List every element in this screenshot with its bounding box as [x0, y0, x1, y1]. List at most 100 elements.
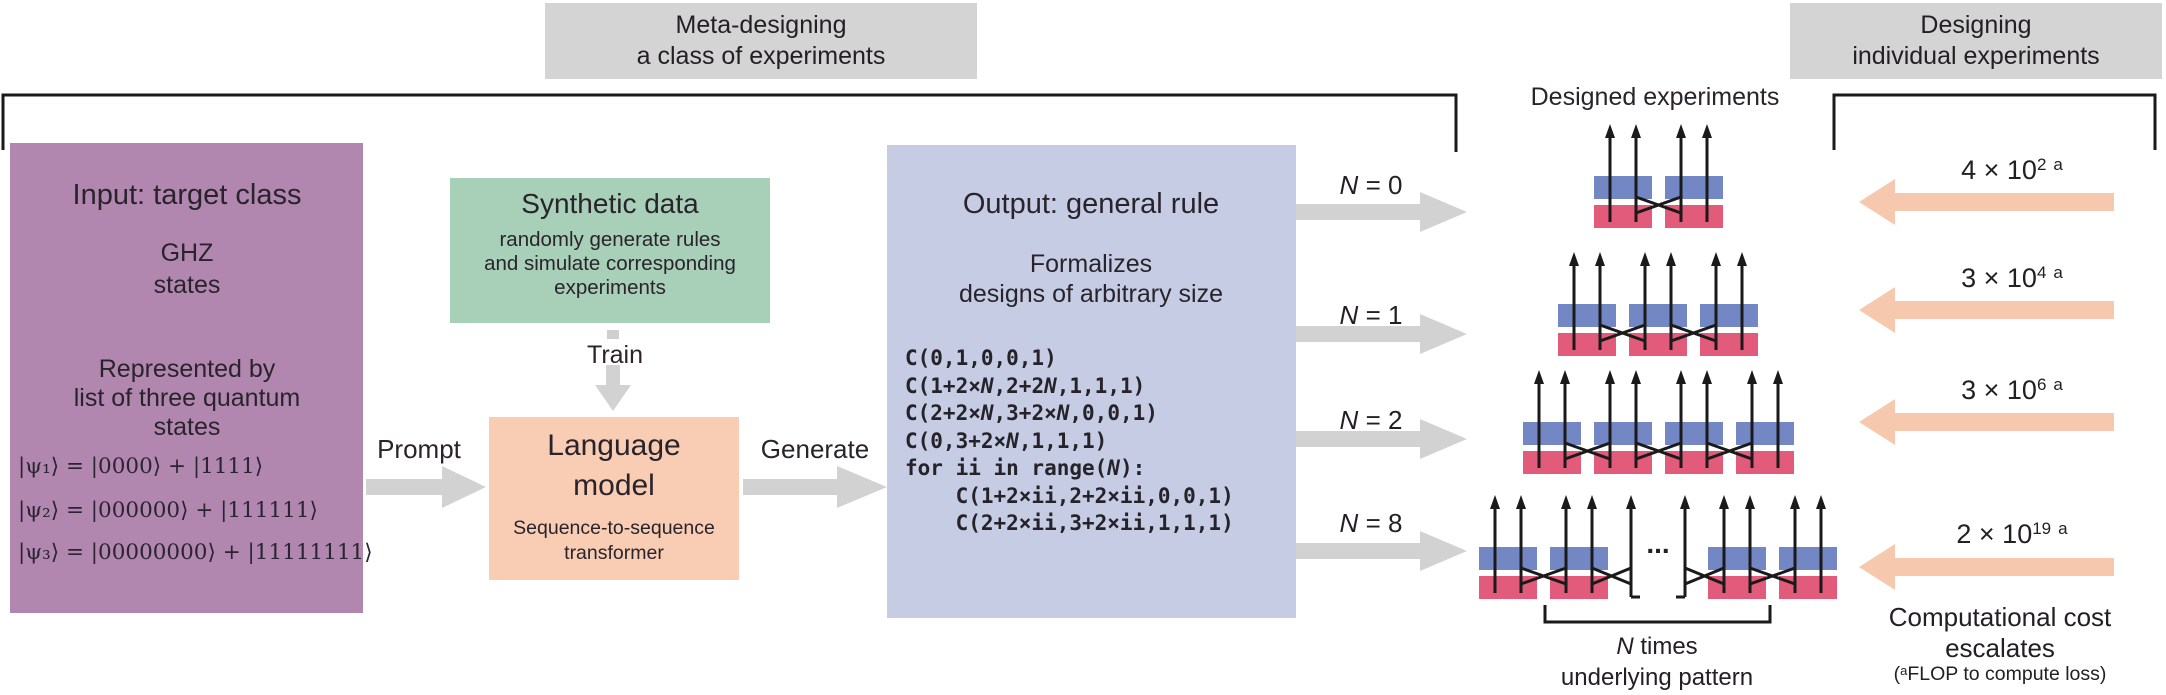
module-blue-block — [1523, 422, 1581, 445]
model-title-line: Language — [547, 429, 681, 462]
pattern-label-line2: underlying pattern — [1560, 664, 1754, 691]
module-red-block — [1629, 333, 1687, 356]
rule-code-block: C(0,1,0,0,1) C(1+2×N,2+2N,1,1,1) C(2+2×N… — [905, 345, 1234, 538]
n-eq: = 1 — [1365, 300, 1403, 330]
synthetic-desc-line: experiments — [554, 276, 666, 299]
module-blue-block — [1594, 176, 1652, 199]
ellipsis-text: ... — [1646, 528, 1669, 559]
module-red-block — [1700, 333, 1758, 356]
cost-exp: 4 — [2036, 263, 2047, 282]
footnote-sup: a — [1900, 663, 1908, 678]
cost-arrow-n0 — [1859, 179, 2114, 225]
n-var: N — [1616, 633, 1634, 660]
model-subtitle-line: Sequence-to-sequence — [513, 517, 715, 539]
code-line: C(2+2×ii,3+2×ii,1,1,1) — [905, 511, 1234, 535]
ket-psi1: |ψ₁⟩ = |0000⟩ + |1111⟩ — [18, 454, 264, 479]
module-blue-block — [1594, 422, 1652, 445]
module-blue-block — [1736, 422, 1794, 445]
wire-arrowhead — [1702, 124, 1712, 138]
wire-arrowhead — [1790, 495, 1800, 509]
n-var: N — [1339, 300, 1359, 330]
module-red-block — [1558, 333, 1616, 356]
wire-arrowhead — [1516, 495, 1526, 509]
swap-wire — [1670, 323, 1717, 343]
wire-arrowhead — [1587, 495, 1597, 509]
row-arrow-n0 — [1293, 192, 1467, 232]
synthetic-box-title: Synthetic data — [521, 188, 699, 219]
wire-arrowhead — [1605, 370, 1615, 384]
wire-arrowhead — [1595, 252, 1605, 266]
generate-label: Generate — [760, 434, 870, 464]
code-line: C(0,1,0,0,1) — [905, 346, 1057, 370]
n-eq: = 8 — [1365, 508, 1403, 538]
code-line: C(2+2×N,3+2×N,0,0,1) — [905, 401, 1158, 425]
module-red-block — [1665, 205, 1723, 228]
output-general-rule-box: Output: general rule Formalizes designs … — [887, 145, 1296, 618]
module-blue-block — [1629, 304, 1687, 327]
module-blue-block — [1665, 422, 1723, 445]
code-line: for ii in range(N): — [905, 456, 1146, 480]
cost-arrow-n8 — [1859, 544, 2114, 590]
wire-arrowhead — [1490, 495, 1500, 509]
module-blue-block — [1558, 304, 1616, 327]
header-line: individual experiments — [1852, 42, 2100, 70]
cost-base: 3 × 10 — [1961, 375, 2037, 405]
wire-arrowhead — [1534, 370, 1544, 384]
row-arrow-n2 — [1293, 419, 1467, 459]
module-red-block — [1479, 576, 1537, 599]
pattern-times: times — [1633, 633, 1698, 660]
header-line: Designing — [1920, 11, 2032, 39]
wire-arrowhead — [1561, 495, 1571, 509]
meta-designing-header: Meta-designing a class of experiments — [545, 3, 977, 79]
repr-line: list of three quantum — [73, 384, 301, 412]
model-subtitle-line: transformer — [564, 542, 664, 564]
cost-base: 3 × 10 — [1961, 263, 2037, 293]
wire-arrowhead — [1626, 495, 1636, 509]
cost-exp: 2 — [2036, 155, 2047, 174]
row-arrow-n1 — [1293, 314, 1467, 354]
cost-footnote-mark: a — [2053, 155, 2063, 174]
n-eq: = 0 — [1365, 170, 1403, 200]
ket-psi3: |ψ₃⟩ = |00000000⟩ + |11111111⟩ — [18, 540, 373, 565]
wire-arrowhead — [1773, 370, 1783, 384]
wire-arrowhead — [1745, 495, 1755, 509]
module-blue-block — [1779, 547, 1837, 570]
cost-caption-footnote: (aFLOP to compute loss) — [1894, 663, 2107, 686]
module-blue-block — [1708, 547, 1766, 570]
synthetic-data-box: Synthetic data randomly generate rules a… — [450, 178, 770, 323]
cost-caption-line1: Computational cost — [1888, 602, 2112, 632]
synthetic-desc-line: and simulate corresponding — [484, 252, 736, 275]
wire-arrowhead — [1680, 495, 1690, 509]
cost-caption-line2: escalates — [1945, 633, 2055, 663]
wire-arrowhead — [1719, 495, 1729, 509]
train-arrow — [595, 365, 631, 411]
n-eq: = 2 — [1365, 405, 1403, 435]
module-red-block — [1665, 451, 1723, 474]
wire-arrowhead — [1816, 495, 1826, 509]
states-line: states — [153, 271, 221, 299]
individual-designing-header: Designing individual experiments — [1790, 3, 2162, 79]
train-label: Train — [586, 341, 644, 369]
input-box-title: Input: target class — [72, 179, 302, 211]
model-title-line: model — [573, 469, 655, 502]
swap-wire — [1564, 441, 1611, 461]
code-line: C(1+2×ii,2+2×ii,0,0,1) — [905, 483, 1234, 508]
meta-design-bracket — [1, 93, 1458, 152]
prompt-arrow — [366, 466, 486, 508]
output-subtitle-line: designs of arbitrary size — [958, 280, 1224, 308]
experiment-diagram-row-2 — [1523, 370, 1794, 474]
n-label-0: N = 0 — [1340, 170, 1403, 201]
module-red-block — [1523, 451, 1581, 474]
output-box-title: Output: general rule — [962, 188, 1220, 220]
swap-wire — [1749, 566, 1796, 586]
cost-base: 4 × 10 — [1961, 155, 2037, 185]
ghz-line: GHZ — [160, 239, 214, 267]
cost-arrow-n1 — [1859, 287, 2114, 333]
wire-arrowhead — [1702, 370, 1712, 384]
wire-arrowhead — [1676, 370, 1686, 384]
